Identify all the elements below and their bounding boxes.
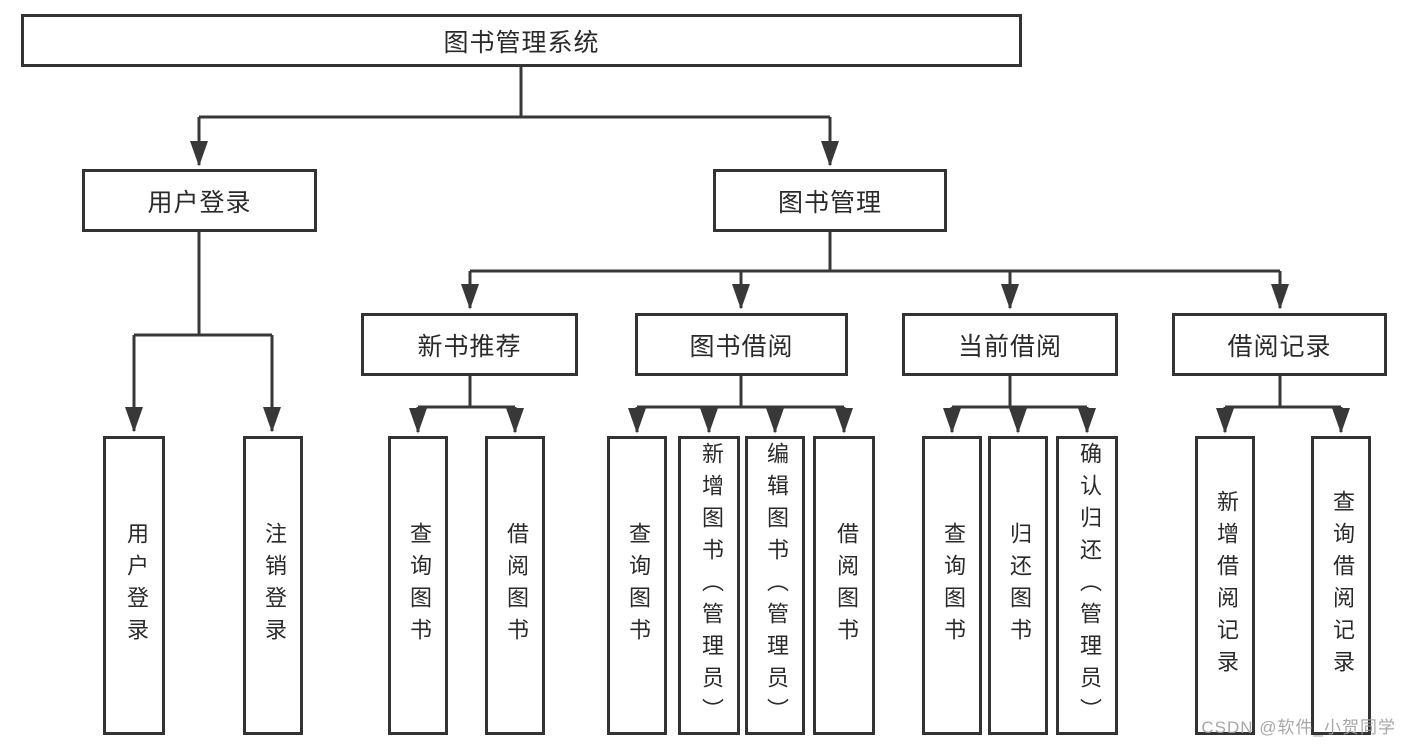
leaf-cb-return-books: 归还图书: [988, 436, 1048, 735]
leaf-bb-query-books: 查询图书: [607, 436, 667, 735]
leaf-rec-borrow-books: 借阅图书: [485, 436, 545, 735]
leaf-user-login: 用户登录: [103, 436, 165, 735]
leaf-br-add-record: 新增借阅记录: [1195, 436, 1255, 735]
node-root-system: 图书管理系统: [21, 14, 1022, 67]
leaf-bb-add-books-admin: 新增图书（管理员）: [678, 436, 740, 735]
leaf-bb-edit-books-admin: 编辑图书（管理员）: [745, 436, 805, 735]
node-book-management: 图书管理: [713, 169, 947, 232]
leaf-cb-query-books: 查询图书: [922, 436, 982, 735]
node-user-login: 用户登录: [82, 169, 317, 232]
leaf-br-query-record: 查询借阅记录: [1311, 436, 1371, 735]
leaf-cb-confirm-return-admin: 确认归还（管理员）: [1056, 436, 1118, 735]
node-new-book-recommend: 新书推荐: [361, 313, 578, 376]
leaf-bb-borrow-books: 借阅图书: [813, 436, 875, 735]
node-current-borrow: 当前借阅: [902, 313, 1118, 376]
node-book-borrow: 图书借阅: [635, 313, 848, 376]
leaf-rec-query-books: 查询图书: [388, 436, 448, 735]
leaf-logout: 注销登录: [243, 436, 303, 735]
node-borrow-records: 借阅记录: [1172, 313, 1387, 376]
watermark-text: CSDN @软件_小贺同学: [1201, 718, 1396, 737]
